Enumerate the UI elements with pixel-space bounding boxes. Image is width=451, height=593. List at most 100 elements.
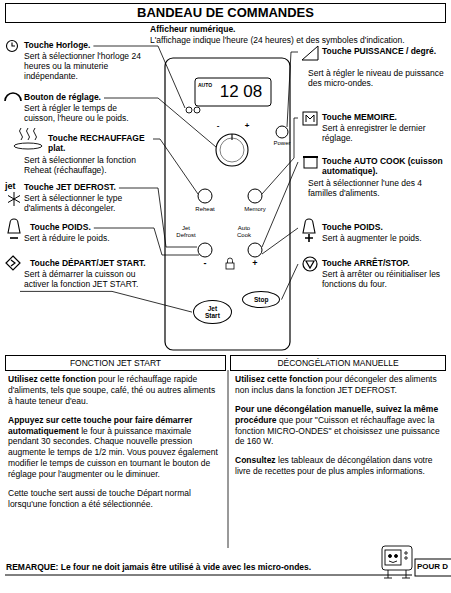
header-text: DÉCONGÉLATION MANUELLE xyxy=(235,358,441,368)
power-icon xyxy=(302,46,318,60)
lock-symbol xyxy=(226,258,234,269)
digital-display xyxy=(195,78,271,106)
dial-sign: - xyxy=(214,121,222,131)
digital-display xyxy=(195,78,271,106)
autocook-icon xyxy=(303,156,318,158)
description-text: Sert à régler le niveau de puissance des… xyxy=(308,68,446,88)
description-text: Sert à arrêter ou réinitialiser les fonc… xyxy=(322,269,444,289)
emphasis-text: Utilisez cette fonction xyxy=(8,374,96,384)
column-divider xyxy=(228,370,229,548)
clock-buttons xyxy=(194,107,200,113)
control-panel xyxy=(165,58,290,350)
remark-text: REMARQUE: Le four ne doit jamais être ut… xyxy=(6,562,311,572)
autocook-icon xyxy=(303,157,318,168)
start-icon xyxy=(11,260,15,266)
button-name: Touche POIDS. xyxy=(30,222,91,232)
emphasis-text: Consultez xyxy=(235,455,276,465)
dial-sign: + xyxy=(243,121,251,131)
reheat-icon xyxy=(14,128,42,149)
button-name: Touche MEMOIRE. xyxy=(322,112,397,122)
description-text: Sert à enregistrer le dernier réglage. xyxy=(322,123,444,143)
button-sign: + xyxy=(251,258,259,269)
snowflake-icon xyxy=(8,192,20,206)
page-tab xyxy=(415,559,451,576)
button-name: Touche ARRÊT/STOP. xyxy=(322,258,410,268)
reheat-icon xyxy=(27,128,30,140)
mascot xyxy=(382,546,412,570)
header-text: FONCTION JET START xyxy=(10,358,221,368)
button-sign: - xyxy=(201,258,209,269)
remark-underline xyxy=(5,575,412,576)
paragraph: Utilisez cette fonctionpour décongeler d… xyxy=(235,374,443,396)
section-header: FONCTION JET START xyxy=(5,355,226,371)
dial-knob xyxy=(231,134,232,140)
column-divider xyxy=(228,370,229,548)
paragraph: Utilisez cette fonctionpour le réchauffa… xyxy=(8,374,222,407)
stop-icon xyxy=(303,257,317,271)
button-name: Touche POIDS. xyxy=(322,222,383,232)
stop-button: Stop xyxy=(242,291,280,308)
section-header: DÉCONGÉLATION MANUELLE xyxy=(230,355,446,371)
description-text: Sert à sélectionner l'une des 4 familles… xyxy=(308,178,446,198)
memory-icon xyxy=(303,112,317,125)
leader-line xyxy=(262,118,298,194)
mascot xyxy=(384,570,410,578)
text-column: Utilisez cette fonctionpour décongeler d… xyxy=(235,374,443,485)
leader-line xyxy=(262,162,298,247)
button-name: Touche DÉPART/JET START. xyxy=(30,258,146,268)
weight-icon xyxy=(305,234,313,242)
start-icon xyxy=(6,256,20,270)
section-heading: Afficheur numérique. xyxy=(150,24,235,34)
page-tab-text: POUR D xyxy=(417,562,448,572)
paragraph: Cette touche sert aussi de touche Départ… xyxy=(8,488,222,510)
button-name: Touche PUISSANCE / degré. xyxy=(322,46,436,56)
display-symbol: AUTO xyxy=(198,82,212,88)
weight-icon xyxy=(10,237,18,239)
paragraph: Consultezles tableaux de décongélation d… xyxy=(235,455,443,477)
dial-knob xyxy=(216,134,248,166)
button-name: Touche Horloge. xyxy=(24,40,90,50)
panel-button xyxy=(248,243,262,257)
panel-button xyxy=(198,243,212,257)
leader-line xyxy=(282,264,299,300)
lock-symbol xyxy=(226,263,234,269)
reheat-icon xyxy=(34,128,37,140)
control-panel xyxy=(165,58,290,350)
paragraph: Appuyez sur cette touche pour faire déma… xyxy=(8,415,222,480)
mascot xyxy=(405,557,407,559)
title-heading: BANDEAU DE COMMANDES xyxy=(5,3,446,23)
description-text: Sert à démarrer la cuisson ou activer la… xyxy=(24,269,150,289)
clock-icon xyxy=(12,43,15,47)
dial-icon xyxy=(5,93,21,101)
description-text: Sert à réduire le poids. xyxy=(24,233,110,243)
button-text: Stop xyxy=(254,296,268,303)
button-name: Touche JET DEFROST. xyxy=(24,182,116,192)
button-name: Touche RECHAUFFAGE plat. xyxy=(48,133,150,153)
memory-icon xyxy=(303,112,317,125)
description-text: Sert à sélectionner l'horloge 24 heures … xyxy=(24,51,150,82)
mascot xyxy=(405,552,407,554)
leader-line xyxy=(287,52,298,127)
start-button: Jet Start xyxy=(193,300,232,324)
clock-icon xyxy=(7,41,18,52)
snowflake-icon xyxy=(8,192,20,206)
body-text: Cette touche sert aussi de touche Départ… xyxy=(8,488,191,509)
reheat-icon xyxy=(20,128,23,140)
weight-icon xyxy=(8,219,20,233)
description-text: L'affichage indique l'heure (24 heures) … xyxy=(150,35,405,45)
clock-buttons xyxy=(186,107,200,113)
button-text: Jet Start xyxy=(205,305,220,319)
icon-text: jet xyxy=(5,181,16,192)
panel-button xyxy=(248,189,262,203)
dial-icon xyxy=(5,93,21,101)
reheat-icon xyxy=(14,143,42,149)
button-label: Auto Cook xyxy=(230,225,258,239)
page-tab xyxy=(415,559,451,576)
autocook-icon xyxy=(304,157,317,168)
button-name: Touche AUTO COOK (cuisson automatique). xyxy=(322,156,444,176)
button-label: Memory xyxy=(240,206,270,213)
clock-buttons xyxy=(186,107,192,113)
stop-icon xyxy=(303,257,317,271)
description-text: Sert à sélectionner le type d'aliments à… xyxy=(24,193,150,213)
power-icon xyxy=(302,46,318,60)
